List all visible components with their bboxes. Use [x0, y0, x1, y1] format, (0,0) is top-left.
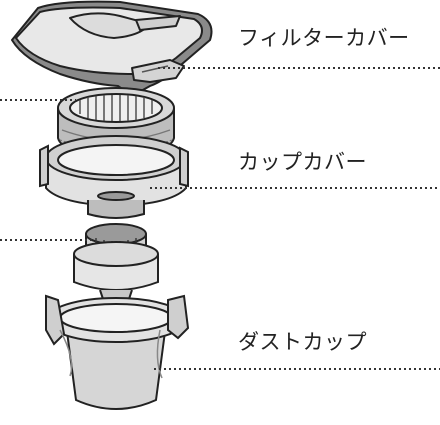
- inner-filter-part: [73, 223, 159, 312]
- leader-lines: [0, 67, 440, 370]
- filter-cover-label: フィルターカバー: [238, 26, 410, 50]
- dust-cup-part: [45, 294, 190, 410]
- cup-cover-part: [39, 135, 189, 219]
- filter-cover-part: [11, 0, 213, 97]
- cup-cover-label: カップカバー: [238, 150, 367, 174]
- dust-cup-label: ダストカップ: [238, 330, 367, 354]
